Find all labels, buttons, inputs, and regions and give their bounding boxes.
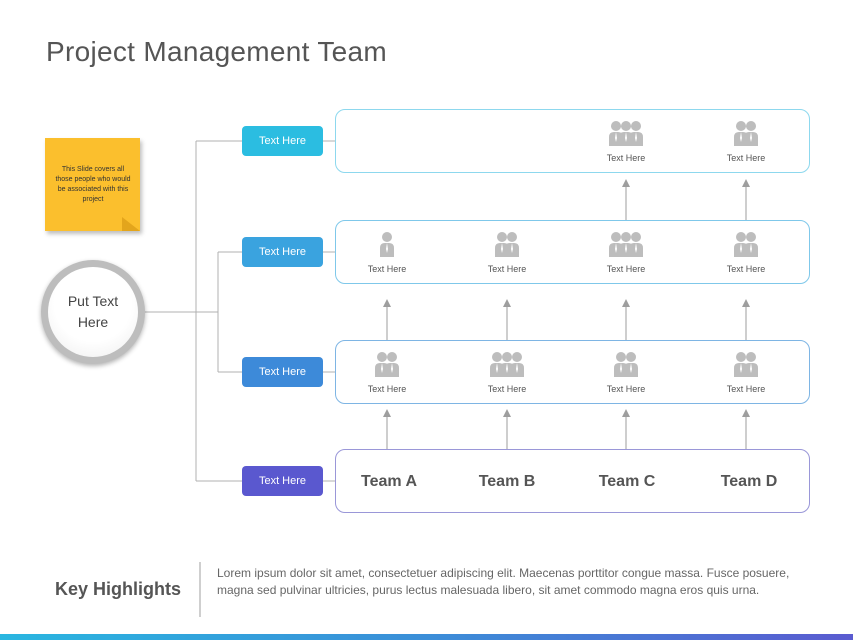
person-group-label: Text Here <box>367 384 407 394</box>
hub-circle: Put Text Here <box>41 260 145 364</box>
person-group <box>373 351 401 377</box>
person-group-label: Text Here <box>367 264 407 274</box>
person-group <box>732 120 760 146</box>
person-group <box>606 120 646 146</box>
bottom-accent-bar <box>0 634 853 640</box>
level-tag-3[interactable]: Text Here <box>242 357 323 387</box>
row-box-2 <box>335 220 810 284</box>
person-group-label: Text Here <box>487 384 527 394</box>
person-icon <box>744 120 758 146</box>
slide-title: Project Management Team <box>46 36 387 67</box>
person-icon <box>385 351 399 377</box>
row-box-3 <box>335 340 810 404</box>
person-group <box>493 231 521 257</box>
team-row-box <box>335 449 810 513</box>
row-box-1 <box>335 109 810 173</box>
sticky-note: This Slide covers all those people who w… <box>45 138 140 231</box>
person-group <box>606 231 646 257</box>
sticky-note-fold <box>122 217 140 231</box>
team-b: Team B <box>478 473 536 490</box>
person-icon <box>510 351 524 377</box>
person-group-label: Text Here <box>606 153 646 163</box>
person-icon <box>624 351 638 377</box>
person-icon <box>629 120 643 146</box>
person-group <box>612 351 640 377</box>
person-group-label: Text Here <box>726 264 766 274</box>
person-icon <box>380 231 394 257</box>
person-group-label: Text Here <box>726 153 766 163</box>
person-group <box>379 231 395 257</box>
hub-text: Put Text Here <box>48 267 138 357</box>
person-group-label: Text Here <box>606 264 646 274</box>
person-group-label: Text Here <box>726 384 766 394</box>
key-highlights-text: Lorem ipsum dolor sit amet, consectetuer… <box>217 566 790 597</box>
level-tag-2[interactable]: Text Here <box>242 237 323 267</box>
team-d: Team D <box>720 473 778 490</box>
key-highlights-divider <box>199 562 201 617</box>
person-icon <box>744 351 758 377</box>
team-c: Team C <box>598 473 656 490</box>
person-icon <box>744 231 758 257</box>
person-icon <box>629 231 643 257</box>
level-tag-1[interactable]: Text Here <box>242 126 323 156</box>
person-group-label: Text Here <box>487 264 527 274</box>
person-group <box>732 231 760 257</box>
person-icon <box>505 231 519 257</box>
key-highlights-title: Key Highlights <box>55 579 182 599</box>
person-group-label: Text Here <box>606 384 646 394</box>
sticky-note-text: This Slide covers all those people who w… <box>55 166 131 203</box>
level-tag-4[interactable]: Text Here <box>242 466 323 496</box>
person-group <box>487 351 527 377</box>
team-a: Team A <box>360 473 417 490</box>
person-group <box>732 351 760 377</box>
